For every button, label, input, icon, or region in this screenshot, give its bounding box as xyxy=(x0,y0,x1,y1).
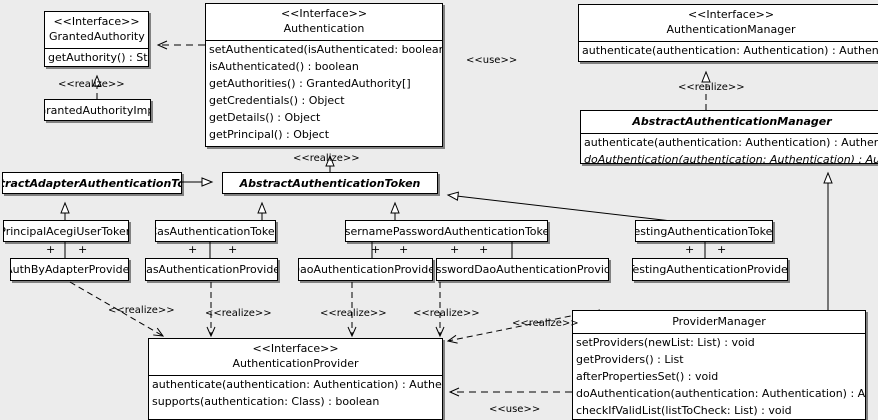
stereotype-label: <<Interface>> xyxy=(252,342,339,355)
operation: getProviders() : List xyxy=(576,353,684,366)
operations-compartment: authenticate(authentication: Authenticat… xyxy=(149,376,442,410)
class-name: AuthenticationProvider xyxy=(232,357,359,370)
operations-compartment: setAuthenticated(isAuthenticated: boolea… xyxy=(206,41,442,143)
class-header: <<Interface>> GrantedAuthority xyxy=(45,12,148,48)
class-name: AuthenticationManager xyxy=(666,23,796,36)
relationship-label: <<use>> xyxy=(489,404,541,415)
operation: supports(authentication: Class) : boolea… xyxy=(152,395,380,408)
class-provider-manager[interactable]: ProviderManager setProviders(newList: Li… xyxy=(572,310,866,420)
stereotype-label: <<Interface>> xyxy=(53,15,140,28)
class-name: AbstractAuthenticationToken xyxy=(239,176,421,190)
compartment-divider xyxy=(149,375,442,376)
operation: checkIfValidList(listToCheck: List) : vo… xyxy=(576,404,792,417)
operations-compartment: authenticate(authentication: Authenticat… xyxy=(579,42,878,59)
class-cas-authentication-token[interactable]: CasAuthenticationToken xyxy=(155,220,276,242)
class-name: UsernamePasswordAuthenticationToken xyxy=(345,224,548,238)
class-password-dao-authentication-provider[interactable]: PasswordDaoAuthenticationProvider xyxy=(436,258,609,281)
multiplicity-plus: + xyxy=(228,243,238,256)
class-cas-authentication-provider[interactable]: CasAuthenticationProvider xyxy=(145,258,278,281)
compartment-divider xyxy=(579,41,878,42)
relationship-label: <<use>> xyxy=(466,55,518,66)
class-testing-authentication-token[interactable]: TestingAuthenticationToken xyxy=(635,220,773,242)
class-testing-authentication-provider[interactable]: TestingAuthenticationProvider xyxy=(632,258,788,281)
class-name: PasswordDaoAuthenticationProvider xyxy=(436,263,608,276)
class-name: PrincipalAcegiUserToken xyxy=(3,224,129,238)
class-username-password-authentication-token[interactable]: UsernamePasswordAuthenticationToken xyxy=(345,220,548,242)
compartment-divider xyxy=(573,333,865,334)
class-abstract-authentication-manager[interactable]: AbstractAuthenticationManager authentica… xyxy=(580,110,878,164)
class-header: AbstractAuthenticationManager xyxy=(581,111,878,133)
multiplicity-plus: + xyxy=(450,243,460,256)
operation: authenticate(authentication: Authenticat… xyxy=(152,378,442,391)
operation: setAuthenticated(isAuthenticated: boolea… xyxy=(209,43,442,56)
multiplicity-plus: + xyxy=(188,243,198,256)
relationship-label: <<realize>> xyxy=(320,308,387,319)
class-abstract-adapter-authentication-token[interactable]: AbstractAdapterAuthenticationToken xyxy=(2,172,182,194)
relationship-label: <<realize>> xyxy=(58,79,125,90)
class-name: ProviderManager xyxy=(672,315,766,328)
relationship-label: <<realize>> xyxy=(413,308,480,319)
class-dao-authentication-provider[interactable]: DaoAuthenticationProvider xyxy=(298,258,433,281)
class-auth-by-adapter-provider[interactable]: AuthByAdapterProvider xyxy=(10,258,129,281)
class-name: TestingAuthenticationProvider xyxy=(632,263,788,276)
multiplicity-plus: + xyxy=(479,243,489,256)
class-name: Authentication xyxy=(283,22,365,35)
class-header: <<Interface>> AuthenticationManager xyxy=(579,5,878,41)
class-abstract-authentication-token[interactable]: AbstractAuthenticationToken xyxy=(222,172,438,194)
operation: authenticate(authentication: Authenticat… xyxy=(584,136,878,149)
class-granted-authority-impl[interactable]: GrantedAuthorityImpl xyxy=(44,99,151,121)
multiplicity-plus: + xyxy=(78,243,88,256)
compartment-divider xyxy=(45,48,148,49)
compartment-divider xyxy=(206,40,442,41)
class-header: <<Interface>> AuthenticationProvider xyxy=(149,339,442,375)
operation: getAuthority() : String xyxy=(48,51,148,64)
multiplicity-plus: + xyxy=(371,243,381,256)
class-name: AbstractAdapterAuthenticationToken xyxy=(3,176,181,190)
class-header: <<Interface>> Authentication xyxy=(206,4,442,40)
relationship-label: <<realize>> xyxy=(678,82,745,93)
class-name: DaoAuthenticationProvider xyxy=(298,263,433,276)
class-authentication-manager[interactable]: <<Interface>> AuthenticationManager auth… xyxy=(578,4,878,62)
class-authentication-provider[interactable]: <<Interface>> AuthenticationProvider aut… xyxy=(148,338,443,420)
operations-compartment: getAuthority() : String xyxy=(45,49,148,66)
multiplicity-plus: + xyxy=(46,243,56,256)
class-header: ProviderManager xyxy=(573,311,865,333)
operation: afterPropertiesSet() : void xyxy=(576,370,719,383)
operation: getAuthorities() : GrantedAuthority[] xyxy=(209,77,411,90)
operation: doAuthentication(authentication: Authent… xyxy=(576,387,866,400)
class-granted-authority[interactable]: <<Interface>> GrantedAuthority getAuthor… xyxy=(44,11,149,67)
operation: getCredentials() : Object xyxy=(209,94,345,107)
operation: doAuthentication(authentication: Authent… xyxy=(584,153,878,164)
class-name: AuthByAdapterProvider xyxy=(10,263,129,276)
class-name: GrantedAuthority xyxy=(49,30,145,43)
operations-compartment: authenticate(authentication: Authenticat… xyxy=(581,134,878,164)
relationship-label: <<realize>> xyxy=(293,153,360,164)
multiplicity-plus: + xyxy=(717,243,727,256)
multiplicity-plus: + xyxy=(685,243,695,256)
class-name: GrantedAuthorityImpl xyxy=(44,103,150,117)
stereotype-label: <<Interface>> xyxy=(687,8,775,21)
stereotype-label: <<Interface>> xyxy=(280,7,368,20)
relationship-label: <<realize>> xyxy=(108,305,175,316)
relationship-label: <<realize>> xyxy=(205,308,272,319)
class-name: CasAuthenticationProvider xyxy=(145,263,278,276)
compartment-divider xyxy=(581,133,878,134)
class-authentication[interactable]: <<Interface>> Authentication setAuthenti… xyxy=(205,3,443,147)
multiplicity-plus: + xyxy=(399,243,409,256)
operation: getDetails() : Object xyxy=(209,111,321,124)
class-name: CasAuthenticationToken xyxy=(155,224,276,238)
class-principal-acegi-user-token[interactable]: PrincipalAcegiUserToken xyxy=(3,220,129,242)
relationship-label: <<realize>> xyxy=(512,318,579,329)
operations-compartment: setProviders(newList: List) : void getPr… xyxy=(573,334,865,419)
operation: getPrincipal() : Object xyxy=(209,128,330,141)
operation: authenticate(authentication: Authenticat… xyxy=(582,44,878,57)
class-name: AbstractAuthenticationManager xyxy=(632,115,832,128)
class-name: TestingAuthenticationToken xyxy=(635,224,773,238)
operation: isAuthenticated() : boolean xyxy=(209,60,359,73)
operation: setProviders(newList: List) : void xyxy=(576,336,755,349)
